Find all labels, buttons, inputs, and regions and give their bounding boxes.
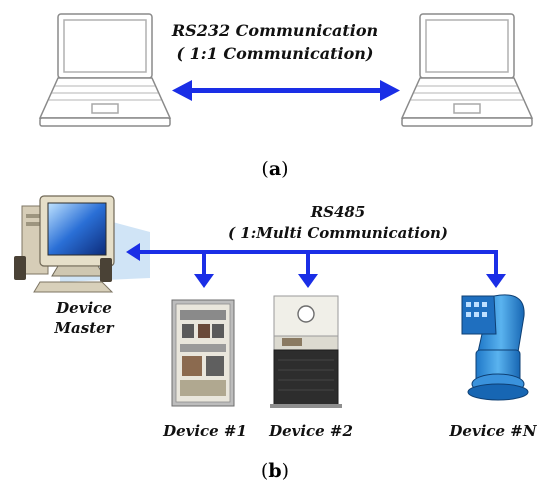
device-2-cabinet-icon bbox=[270, 295, 342, 408]
caption-a-open: ( bbox=[261, 158, 269, 180]
device-1-cabinet-icon bbox=[171, 299, 235, 407]
caption-b-open: ( bbox=[260, 460, 269, 482]
rs485-bus bbox=[126, 243, 506, 288]
device-n-motor-icon bbox=[461, 294, 529, 401]
rs232-link-arrow bbox=[172, 80, 400, 101]
caption-b-close: ) bbox=[281, 460, 290, 482]
desktop-master-icon bbox=[14, 195, 150, 293]
caption-a-close: ) bbox=[281, 158, 289, 180]
device-master-line2: Master bbox=[54, 319, 114, 337]
caption-a-letter: a bbox=[268, 158, 282, 180]
laptop-left-icon bbox=[38, 13, 172, 127]
rs485-title: RS485 bbox=[310, 203, 366, 221]
rs232-subtitle: ( 1:1 Communication) bbox=[176, 44, 374, 63]
rs485-subtitle: ( 1:Multi Communication) bbox=[227, 224, 449, 242]
device-master-line1: Device bbox=[56, 299, 112, 317]
device-n-label: Device #N bbox=[449, 422, 537, 440]
caption-b: (b) bbox=[0, 460, 550, 482]
device-2-label: Device #2 bbox=[269, 422, 353, 440]
caption-b-letter: b bbox=[268, 460, 282, 482]
rs232-title: RS232 Communication bbox=[171, 21, 379, 40]
device-master-label: Device Master bbox=[34, 298, 134, 338]
laptop-right-icon bbox=[400, 13, 534, 127]
caption-a: (a) bbox=[0, 158, 550, 180]
device-1-label: Device #1 bbox=[163, 422, 247, 440]
